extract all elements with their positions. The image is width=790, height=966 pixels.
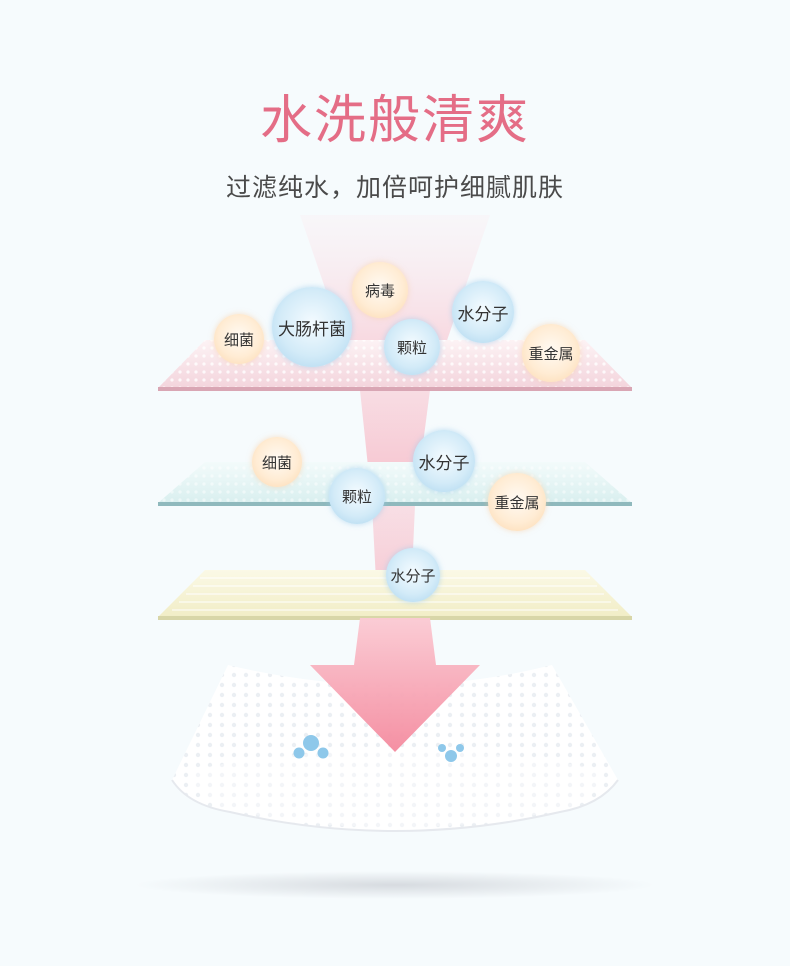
bubble-ecoli: 大肠杆菌 (272, 287, 352, 367)
bubble-virus: 病毒 (352, 262, 408, 318)
puff-shadow (135, 871, 655, 899)
filter-layer-2 (158, 462, 632, 506)
bubble-water-molecule: 水分子 (386, 548, 440, 602)
bubble-water-molecule: 水分子 (452, 281, 514, 343)
bubble-particle: 颗粒 (329, 468, 385, 524)
page-subtitle: 过滤纯水，加倍呵护细腻肌肤 (225, 173, 564, 202)
water-molecule-icon (293, 735, 329, 759)
water-molecule-icon (438, 744, 464, 762)
bubble-heavy-metal: 重金属 (488, 473, 546, 531)
bubble-bacteria: 细菌 (214, 314, 264, 364)
down-arrow (310, 618, 480, 752)
bubble-bacteria: 细菌 (252, 437, 302, 487)
bubble-water-molecule: 水分子 (413, 430, 475, 492)
bubble-particle: 颗粒 (384, 319, 440, 375)
page-title: 水洗般清爽 (259, 91, 530, 151)
bubble-heavy-metal: 重金属 (522, 324, 580, 382)
